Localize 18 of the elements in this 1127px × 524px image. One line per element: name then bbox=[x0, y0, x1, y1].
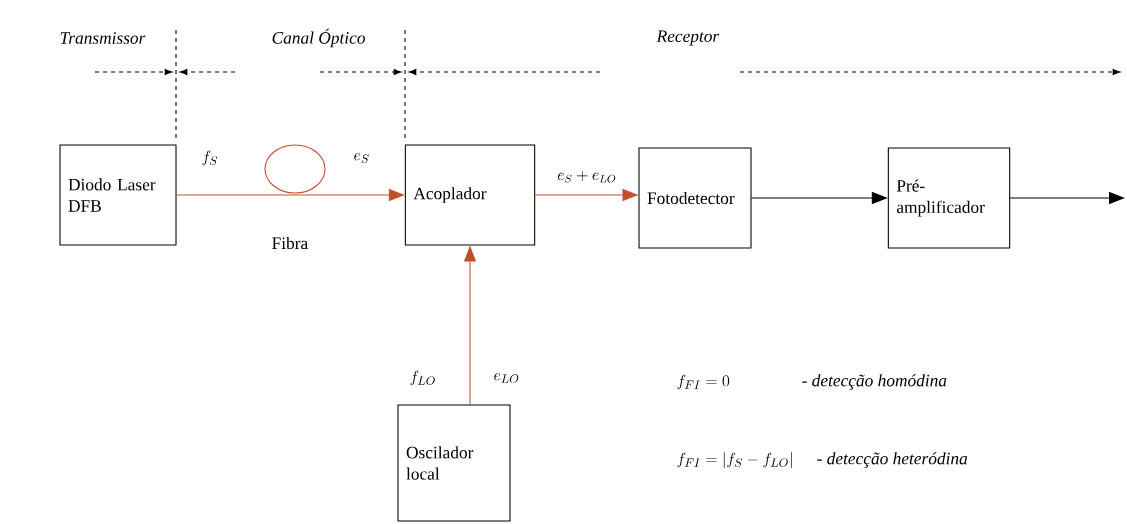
signal-label: $e_S$ bbox=[354, 153, 369, 164]
signal-label: $f_S$ bbox=[202, 150, 218, 166]
note: - detecção heteródina bbox=[817, 452, 968, 468]
formula: $f_{FI} = 0$ bbox=[677, 374, 730, 390]
process-box: Diodo Laser DFB bbox=[59, 144, 177, 246]
signal-label: $f_{LO}$ bbox=[410, 370, 435, 386]
section-label: Receptor bbox=[656, 30, 720, 46]
process-box: Acoplador bbox=[404, 144, 536, 246]
note: - detecção homódina bbox=[802, 374, 947, 390]
process-box: Oscilador local bbox=[397, 404, 511, 522]
section-label: Canal Óptico bbox=[272, 28, 365, 48]
fiber-label: Fibra bbox=[272, 236, 308, 250]
process-box: Pré- amplificador bbox=[887, 147, 1011, 249]
formula: $f_{FI} = |f_S - f_{LO}|$ bbox=[677, 452, 792, 468]
signal-label: $e_{LO}$ bbox=[494, 373, 519, 384]
section-label: Transmissor bbox=[60, 32, 146, 44]
process-box: Fotodetector bbox=[638, 147, 752, 249]
edge-label: $e_S + e_{LO}$ bbox=[557, 170, 616, 183]
